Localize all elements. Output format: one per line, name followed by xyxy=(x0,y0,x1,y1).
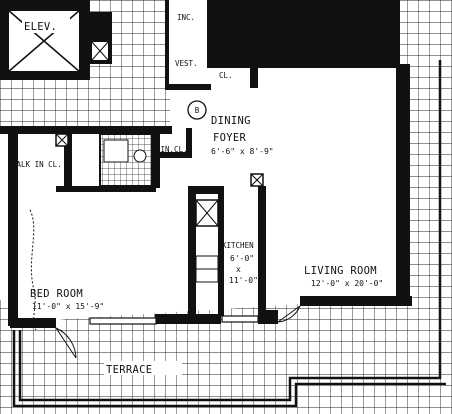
terrace-border xyxy=(12,60,446,408)
label-incinerator: INC. xyxy=(177,13,195,22)
label-kitchen-dim-1: 6'-0" xyxy=(230,254,254,263)
building-core xyxy=(212,0,400,68)
label-elevator: ELEV. xyxy=(24,21,57,33)
bathroom-fixtures xyxy=(103,139,147,163)
label-terrace: TERRACE xyxy=(106,364,152,376)
label-dining: DINING xyxy=(211,115,251,127)
room-labels: ELEV. INC. VEST. CL. DINING FOYER 6'-6" … xyxy=(12,13,383,376)
label-living-room: LIVING ROOM xyxy=(304,265,377,277)
label-vestibule: VEST. xyxy=(175,59,198,68)
window-strip xyxy=(89,315,259,325)
walls xyxy=(0,0,412,328)
unit-marker-label: B xyxy=(195,106,200,115)
unit-marker: B xyxy=(187,100,207,120)
label-closet: CL. xyxy=(219,71,233,80)
label-walk-in-closet: WALK IN CL. xyxy=(12,160,62,169)
label-foyer: FOYER xyxy=(213,132,246,144)
label-kitchen-dim-x: x xyxy=(236,265,241,274)
label-foyer-dimensions: 6'-6" x 8'-9" xyxy=(211,147,274,156)
label-linen-closet: LIN.CL. xyxy=(156,145,188,154)
label-bedroom-dimensions: 11'-0" x 15'-9" xyxy=(32,302,104,311)
door-swings xyxy=(29,209,301,359)
elevator xyxy=(0,0,112,80)
label-bedroom: BED ROOM xyxy=(30,288,83,300)
shaft-marks xyxy=(55,133,264,187)
label-kitchen: KITCHEN xyxy=(222,241,254,250)
label-living-dimensions: 12'-0" x 20'-0" xyxy=(311,279,383,288)
label-kitchen-dim-2: 11'-0" xyxy=(229,276,258,285)
kitchen-fixtures xyxy=(195,199,219,283)
